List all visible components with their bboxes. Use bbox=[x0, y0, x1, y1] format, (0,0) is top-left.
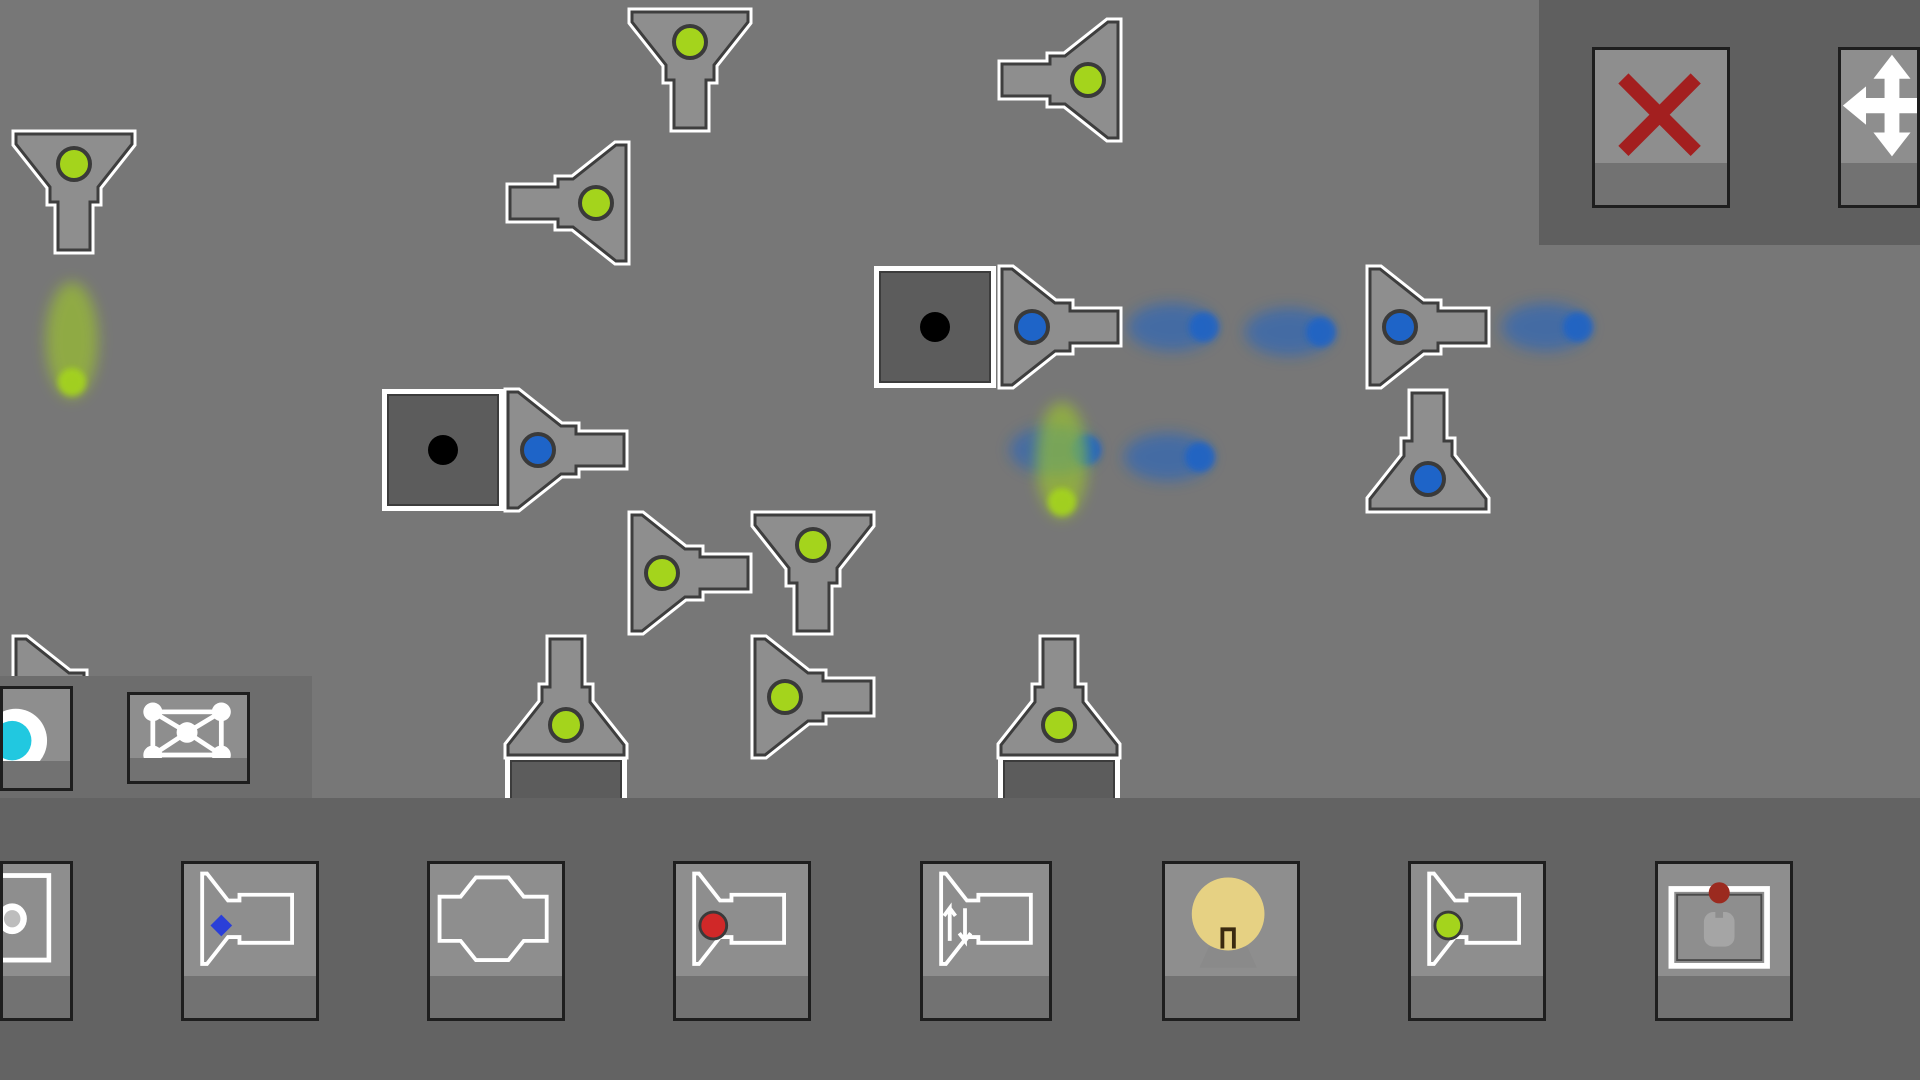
lime-energy-particle bbox=[1036, 402, 1088, 518]
move-arrows-icon bbox=[1842, 54, 1917, 157]
emitter-down-lime[interactable] bbox=[627, 7, 753, 133]
pipe-joint-icon bbox=[437, 875, 549, 962]
lime-light-icon bbox=[548, 707, 584, 743]
lime-light-icon bbox=[672, 24, 708, 60]
emitter-right-blue[interactable] bbox=[997, 264, 1123, 390]
socket-icon bbox=[428, 435, 458, 465]
tool-emitter-updown-button[interactable] bbox=[920, 861, 1052, 1021]
blue-light-icon bbox=[1410, 461, 1446, 497]
emitter-up-lime[interactable] bbox=[503, 634, 629, 760]
lime-light-icon bbox=[1041, 707, 1077, 743]
emitter-up-blue[interactable] bbox=[1365, 388, 1491, 514]
blue-energy-particle bbox=[1502, 303, 1593, 351]
emitter-down-lime[interactable] bbox=[750, 510, 876, 636]
emitter-left-lime[interactable] bbox=[505, 140, 631, 266]
tool-pipe-joint-button[interactable] bbox=[427, 861, 565, 1021]
blue-light-icon bbox=[1014, 309, 1050, 345]
emitter-updown-icon bbox=[939, 871, 1033, 966]
tool-emitter-blue-button[interactable] bbox=[181, 861, 319, 1021]
emitter-right-blue[interactable] bbox=[503, 387, 629, 513]
tool-lever-button[interactable] bbox=[1655, 861, 1793, 1021]
node-link-button[interactable] bbox=[127, 692, 250, 784]
blue-light-icon bbox=[1382, 309, 1418, 345]
emitter-blue-icon bbox=[200, 871, 294, 966]
lime-light-icon bbox=[1070, 62, 1106, 98]
move-button[interactable] bbox=[1838, 47, 1920, 208]
lightbulb-icon bbox=[1191, 877, 1265, 968]
emitter-left-lime[interactable] bbox=[997, 17, 1123, 143]
tool-emitter-gray-button[interactable] bbox=[0, 861, 73, 1021]
emitter-up-lime[interactable] bbox=[996, 634, 1122, 760]
emitter-down-lime[interactable] bbox=[11, 129, 137, 255]
emitter-right-blue[interactable] bbox=[1365, 264, 1491, 390]
tool-lightbulb-button[interactable] bbox=[1162, 861, 1300, 1021]
lime-light-icon bbox=[767, 679, 803, 715]
blue-energy-particle bbox=[1245, 308, 1336, 356]
emitter-base-block[interactable] bbox=[382, 389, 504, 511]
close-icon bbox=[1618, 73, 1701, 157]
close-button[interactable] bbox=[1592, 47, 1730, 208]
lime-light-icon bbox=[644, 555, 680, 591]
cyan-ring-button[interactable] bbox=[0, 686, 73, 791]
emitter-base-block[interactable] bbox=[874, 266, 996, 388]
lime-light-icon bbox=[56, 146, 92, 182]
blue-light-icon bbox=[520, 432, 556, 468]
blue-energy-particle bbox=[1128, 303, 1219, 351]
lime-light-icon bbox=[795, 527, 831, 563]
emitter-lime-icon bbox=[1427, 871, 1521, 966]
cyan-ring-icon bbox=[3, 708, 48, 762]
lime-light-icon bbox=[578, 185, 614, 221]
emitter-right-lime[interactable] bbox=[627, 510, 753, 636]
emitter-gray-icon bbox=[3, 873, 52, 963]
emitter-right-lime[interactable] bbox=[750, 634, 876, 760]
blue-energy-particle bbox=[1124, 433, 1215, 481]
tool-emitter-lime-button[interactable] bbox=[1408, 861, 1546, 1021]
emitter-red-icon bbox=[692, 871, 786, 966]
tool-emitter-red-button[interactable] bbox=[673, 861, 811, 1021]
node-link-icon bbox=[143, 702, 231, 758]
lime-energy-particle bbox=[46, 282, 98, 398]
socket-icon bbox=[920, 312, 950, 342]
lever-icon bbox=[1668, 882, 1770, 969]
